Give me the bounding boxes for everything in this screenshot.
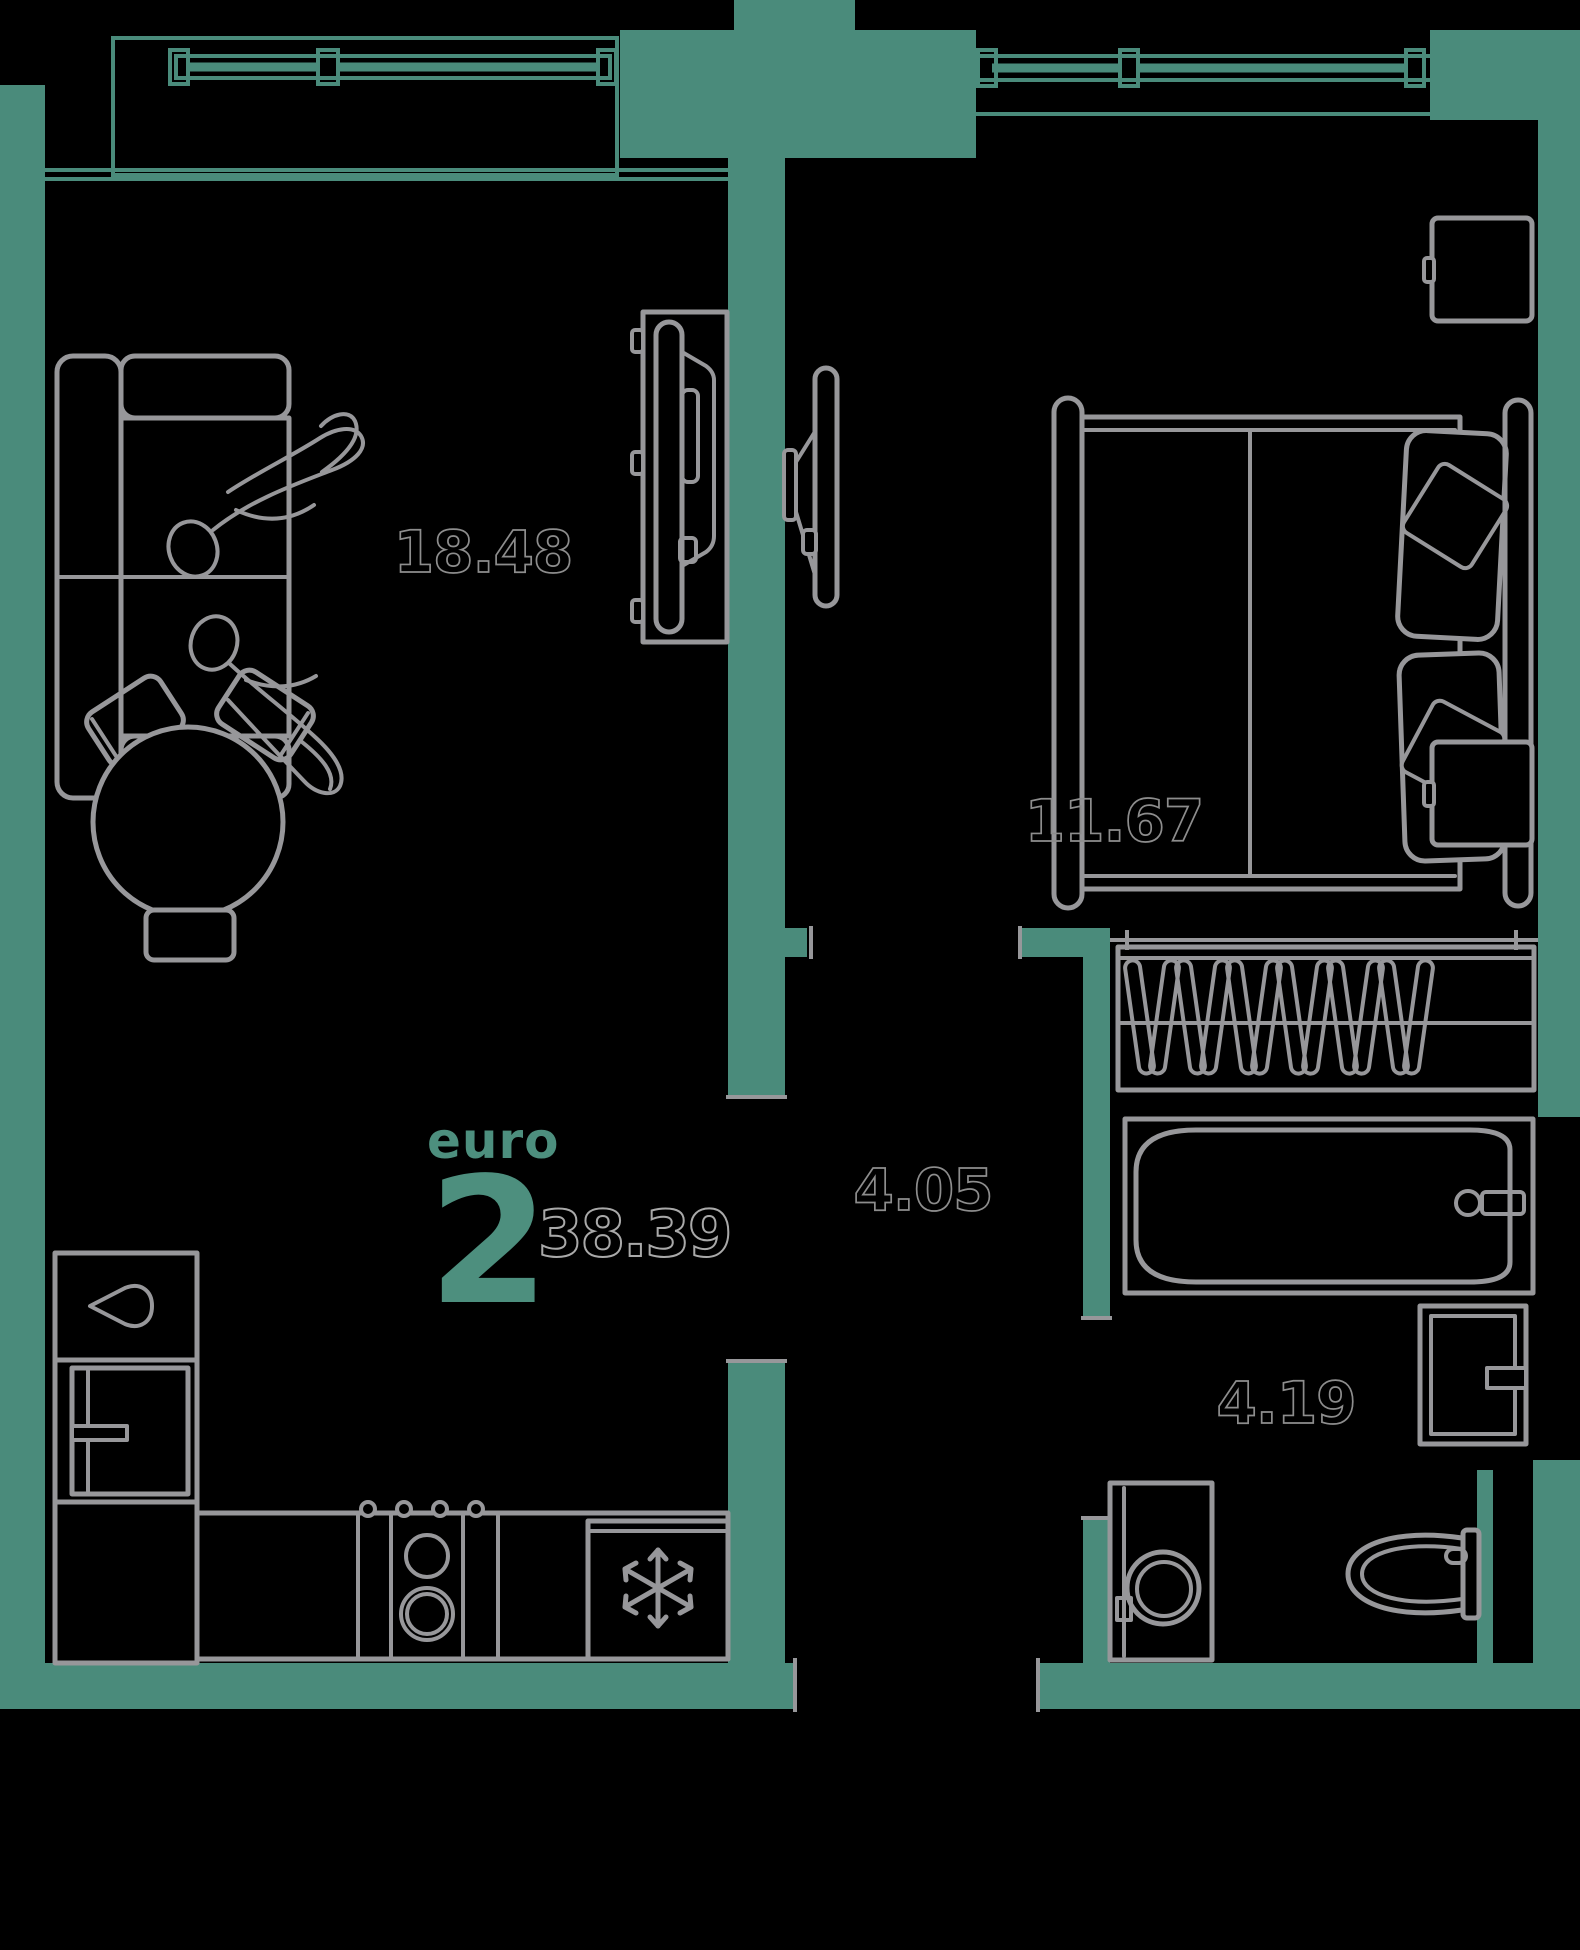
unit-type-label: euro bbox=[427, 1112, 560, 1170]
area-label-bedroom: 11.67 bbox=[1025, 787, 1203, 855]
wall-central-upper bbox=[728, 120, 785, 1097]
kitchen-hood-icon bbox=[88, 1284, 154, 1328]
washing-machine bbox=[1107, 1480, 1215, 1663]
balcony-outline bbox=[111, 36, 619, 177]
wall-hall-bath-lower bbox=[1083, 1520, 1110, 1663]
towel-radiator bbox=[1115, 944, 1537, 1093]
wall-top-block bbox=[620, 30, 976, 158]
tv-screen bbox=[653, 319, 685, 635]
toilet-tank bbox=[1460, 1527, 1482, 1621]
wall-right-upper bbox=[1538, 85, 1580, 1117]
lounging-people bbox=[166, 412, 365, 796]
chair bbox=[214, 667, 316, 763]
walls bbox=[0, 0, 1580, 1709]
area-label-hallway: 4.05 bbox=[853, 1156, 992, 1224]
dining-set bbox=[84, 667, 316, 963]
stove bbox=[359, 1500, 485, 1642]
bath-faucet bbox=[1480, 1190, 1526, 1216]
rooms-count-label: 2 bbox=[428, 1141, 550, 1344]
bedroom-window bbox=[974, 48, 1447, 116]
kitchen bbox=[52, 1250, 731, 1666]
nightstand bbox=[1422, 739, 1535, 848]
area-label-living: 18.48 bbox=[394, 518, 572, 586]
wall-top-tab bbox=[734, 0, 855, 32]
wall-bottom-left bbox=[0, 1663, 793, 1709]
nightstand bbox=[1422, 215, 1535, 324]
wall-bedroom-door-left bbox=[785, 928, 807, 957]
tv-stand bbox=[630, 309, 730, 645]
bed-headboard bbox=[1502, 397, 1534, 909]
wall-left bbox=[0, 85, 45, 1709]
wall-central-lower bbox=[728, 1363, 785, 1663]
bathtub bbox=[1122, 1116, 1536, 1296]
area-label-bathroom: 4.19 bbox=[1216, 1369, 1355, 1437]
balcony bbox=[45, 36, 736, 181]
dining-table bbox=[90, 724, 286, 920]
total-area-label: 38.39 bbox=[538, 1198, 730, 1272]
snowflake-icon bbox=[622, 1547, 694, 1629]
door-openings bbox=[726, 926, 1112, 1712]
cushion bbox=[1400, 461, 1510, 571]
wall-hall-bath-upper bbox=[1083, 957, 1110, 1318]
toilet-hinge bbox=[1444, 1547, 1468, 1565]
bedroom-tv bbox=[782, 365, 840, 609]
washer-door bbox=[1124, 1549, 1202, 1627]
fridge bbox=[585, 1518, 731, 1662]
kitchen-faucet bbox=[70, 1424, 129, 1442]
wall-bedroom-door-right bbox=[1022, 928, 1110, 957]
chair-tucked bbox=[143, 907, 237, 963]
balcony-window bbox=[168, 48, 618, 86]
wall-right-lower bbox=[1533, 1460, 1580, 1709]
toilet bbox=[1345, 1527, 1482, 1621]
bathroom-sink bbox=[1417, 1303, 1529, 1447]
wall-bottom-right bbox=[1040, 1663, 1580, 1709]
